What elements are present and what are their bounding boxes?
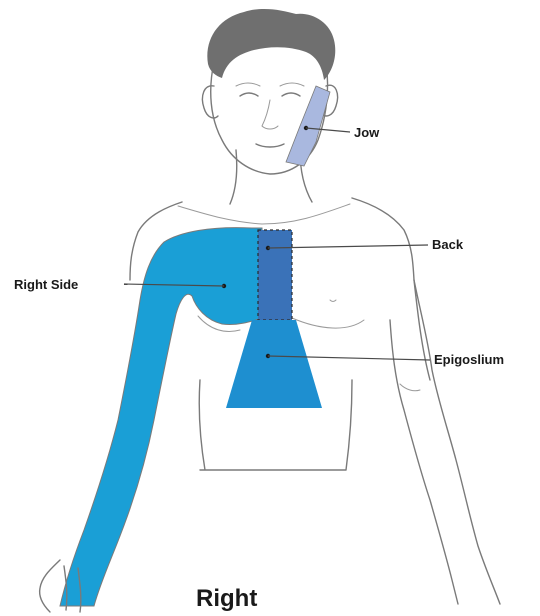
epigastrium-region [226, 320, 322, 408]
collar-line [178, 204, 350, 224]
left-arm-detail [400, 384, 420, 391]
mouth [256, 144, 284, 147]
caption-label: Right [196, 585, 257, 612]
left-arm-outline [390, 280, 500, 604]
back-label: Back [432, 237, 464, 252]
epigastrium-label: Epigoslium [434, 352, 504, 367]
jaw-label: Jow [354, 125, 380, 140]
back-region [258, 230, 292, 320]
nose [262, 100, 278, 129]
eyes [240, 93, 300, 96]
right-side-label: Right Side [14, 277, 78, 292]
eyebrows [236, 83, 304, 86]
nipples [330, 300, 336, 302]
body-figure [130, 150, 500, 604]
jaw-region [286, 86, 330, 166]
hair [207, 9, 335, 80]
